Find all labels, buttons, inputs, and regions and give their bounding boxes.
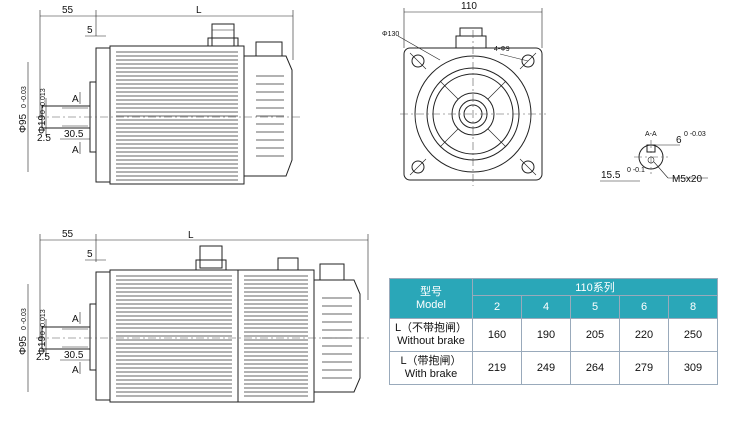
encoder-connector [255,41,283,57]
row-label-cn: L（带抱闸） [400,355,462,367]
dim-2-5: 2.5 [37,133,51,144]
flange [95,47,111,183]
section-mark-A-bottom: A [72,145,79,156]
encoder-connector [319,263,345,281]
dim-15-5: 15.5 [601,170,621,181]
cooling-fins [116,51,238,181]
section-mark-A-bottom: A [72,365,79,376]
dim-L: L [188,230,194,241]
dim-phi95: Φ95 [18,113,29,133]
pilot [89,303,97,371]
value-cell: 309 [668,351,718,385]
motor-body [109,45,245,185]
section-mark-A-top: A [72,94,79,105]
model-label-cn: 型号 [420,285,442,298]
value-cell: 190 [521,318,571,352]
dim-6: 6 [676,135,682,146]
dim-phi19: Φ19 [37,335,48,355]
dim-30-5: 30.5 [64,350,84,361]
model-cell: 6 [619,295,669,319]
model-cell: 5 [570,295,620,319]
series-title: 110系列 [472,278,718,296]
dim-5: 5 [87,25,93,36]
mounting-holes [409,52,537,176]
front-connector [455,35,487,49]
row-label-en: Without brake [397,335,465,347]
encoder-housing [313,279,361,393]
cooling-fins [116,275,308,397]
model-cell: 2 [472,295,522,319]
dim-L: L [196,5,202,16]
encoder-housing [243,55,293,177]
dim-phi95-tol: 0 -0.03 [21,86,28,108]
dim-phi95-tol: 0 -0.03 [21,308,28,330]
power-connector [211,23,235,47]
side-view-without-brake: 55 L 5 Φ95 0 -0.03 Φ19 0 -0.013 30.5 [18,5,300,185]
value-cell: 205 [570,318,620,352]
spec-table: 型号 Model 110系列 2 4 5 6 8 L（不带抱闸） Without… [389,278,718,385]
section-mark-A-top: A [72,314,79,325]
dim-30-5: 30.5 [64,129,84,140]
value-cell: 220 [619,318,669,352]
shaft [41,326,91,350]
model-cell: 8 [668,295,718,319]
brake-connector [277,257,299,271]
flange [95,271,111,401]
row-with-brake: L（带抱闸） With brake 219 249 264 279 309 [389,351,718,385]
dim-phi95: Φ95 [18,335,29,355]
dim-55: 55 [62,229,74,240]
dim-6-tol: 0 -0.03 [684,131,706,138]
model-label-en: Model [416,298,446,311]
row-label-en: With brake [404,368,458,380]
dim-phi19: Φ19 [37,114,48,134]
section-AA: A-A 6 0 -0.03 15.5 0 -0.1 M5x20 [600,131,708,185]
dim-4-phi9: 4-Φ9 [494,46,510,53]
value-cell: 250 [668,318,718,352]
side-view-with-brake: 55 L 5 Φ95 0 -0.03 Φ19 0 -0.013 30.5 2.5… [18,229,372,403]
dim-55: 55 [62,5,74,16]
model-cell: 4 [521,295,571,319]
model-header: 型号 Model [389,278,473,319]
row-header-without-brake: L（不带抱闸） Without brake [389,318,473,352]
dim-110: 110 [461,1,477,12]
value-cell: 160 [472,318,522,352]
dim-2-5: 2.5 [36,352,50,363]
value-cell: 279 [619,351,669,385]
value-cell: 249 [521,351,571,385]
row-without-brake: L（不带抱闸） Without brake 160 190 205 220 25… [389,318,718,352]
value-cell: 219 [472,351,522,385]
front-view: 110 Φ130 4-Φ9 [382,1,546,186]
dim-phi130: Φ130 [382,31,399,38]
dim-15-5-tol: 0 -0.1 [627,167,645,174]
dim-phi19-tol: 0 -0.013 [40,309,47,335]
shaft [41,105,91,129]
value-cell: 264 [570,351,620,385]
thread-spec: M5x20 [672,174,702,185]
power-connector [199,245,223,269]
row-header-with-brake: L（带抱闸） With brake [389,351,473,385]
row-label-cn: L（不带抱闸） [394,322,468,334]
section-label: A-A [645,131,657,138]
dim-5: 5 [87,249,93,260]
dim-phi19-tol: 0 -0.013 [40,88,47,114]
